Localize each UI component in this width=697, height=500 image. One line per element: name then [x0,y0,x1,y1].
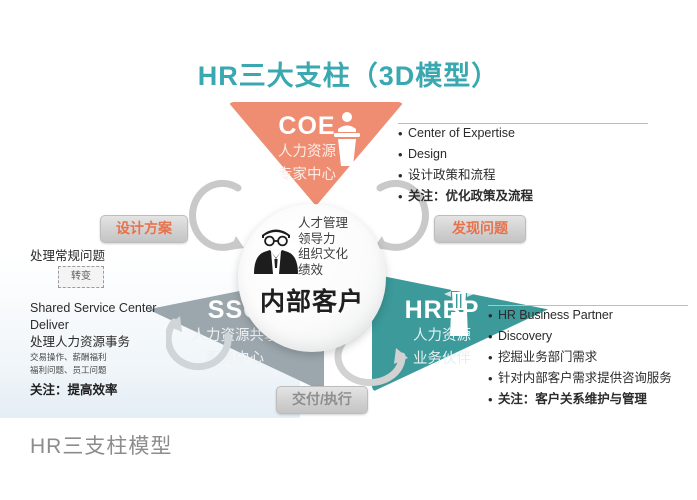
list-item: • 挖掘业务部门需求 [488,350,697,365]
hrbp-bullet-4: 关注：客户关系维护与管理 [498,392,647,406]
bullet-dot: • [398,189,403,204]
bullet-dot: • [488,350,493,365]
ssc-line-4: 福利问题、员工问题 [30,364,107,375]
coe-bullet-3: 关注：优化政策及流程 [408,189,534,203]
bullet-dot: • [488,329,493,344]
bullet-dot: • [488,392,493,407]
list-item: • Design [398,147,648,162]
hrbp-cn-line2: 业务伙伴 [413,351,471,367]
ssc-line-5: 关注：提高效率 [30,383,118,397]
podium-speaker-icon [334,112,360,166]
coe-bullet-2: 设计政策和流程 [408,168,496,182]
bullet-dot: • [398,147,403,162]
center-keyword-0: 人才管理 [298,216,349,230]
hrbp-bullet-1: Discovery [498,329,552,343]
list-item: • Discovery [488,329,697,344]
lighthouse-icon [444,282,474,336]
hr-three-pillar-diagram: HR三大支柱（3D模型） COE 人力资源 专家中心 [0,6,697,418]
figure-caption: HR三支柱模型 [30,435,173,458]
pillar-label-hrbp: HRBP 人力资源 业务伙伴 [378,298,506,369]
coe-bullet-1: Design [408,147,447,161]
person-avatar-icon [254,229,298,274]
list-item: • HR Business Partner [488,308,697,323]
ssc-line-0: Shared Service Center [30,301,157,315]
coe-bullet-list: • Center of Expertise • Design • 设计政策和流程… [398,126,648,210]
center-keyword-3: 绩效 [298,262,324,277]
coe-cn-line1: 人力资源 [278,144,336,160]
bullet-dot: • [488,371,493,386]
list-item: • Center of Expertise [398,126,648,141]
hrbp-bullet-0: HR Business Partner [498,308,613,322]
list-item: • 关注：优化政策及流程 [398,189,648,204]
center-keyword-list: 人才管理 领导力 组织文化 绩效 [298,216,378,278]
hrbp-bullet-list: • HR Business Partner • Discovery • 挖掘业务… [488,308,697,413]
transform-badge[interactable]: 转变 [58,266,104,288]
rotation-arrow-bottom-right-icon [334,340,408,387]
flow-pill-deliver[interactable]: 交付/执行 [276,386,368,414]
bullet-dot: • [398,168,403,183]
list-item: • 针对内部客户需求提供咨询服务 [488,371,697,386]
leader-line-coe [398,123,648,124]
bullet-dot: • [488,308,493,323]
diagram-title: HR三大支柱（3D模型） [197,61,500,91]
hrbp-bullet-2: 挖掘业务部门需求 [498,350,598,364]
ssc-line-2: 处理人力资源事务 [30,335,131,349]
ssc-cn-line1: 人力资源共享 [191,328,279,344]
rotation-arrow-left-icon [189,179,244,251]
coe-cn-line2: 专家中心 [278,167,336,183]
pillar-label-coe: COE 人力资源 专家中心 [248,114,366,185]
ssc-line-1: Deliver [30,318,69,332]
coe-acronym: COE [278,112,336,140]
ssc-line-3: 交易操作、薪酬福利 [30,352,107,362]
bullet-dot: • [398,126,403,141]
center-keyword-2: 组织文化 [298,247,349,261]
hrbp-bullet-3: 针对内部客户需求提供咨询服务 [498,371,672,385]
list-item: • 关注：客户关系维护与管理 [488,392,697,407]
handle-routine-label: 处理常规问题 [30,249,106,263]
center-keyword-1: 领导力 [298,231,336,246]
coe-bullet-0: Center of Expertise [408,126,515,140]
ssc-text-list: Shared Service Center Deliver 处理人力资源事务 交… [30,300,200,398]
center-main-label: 内部客户 [259,288,364,316]
list-item: • 设计政策和流程 [398,168,648,183]
leader-line-hrbp [488,305,688,306]
flow-pill-design[interactable]: 设计方案 [100,215,188,243]
flow-pill-discover[interactable]: 发现问题 [434,215,526,243]
